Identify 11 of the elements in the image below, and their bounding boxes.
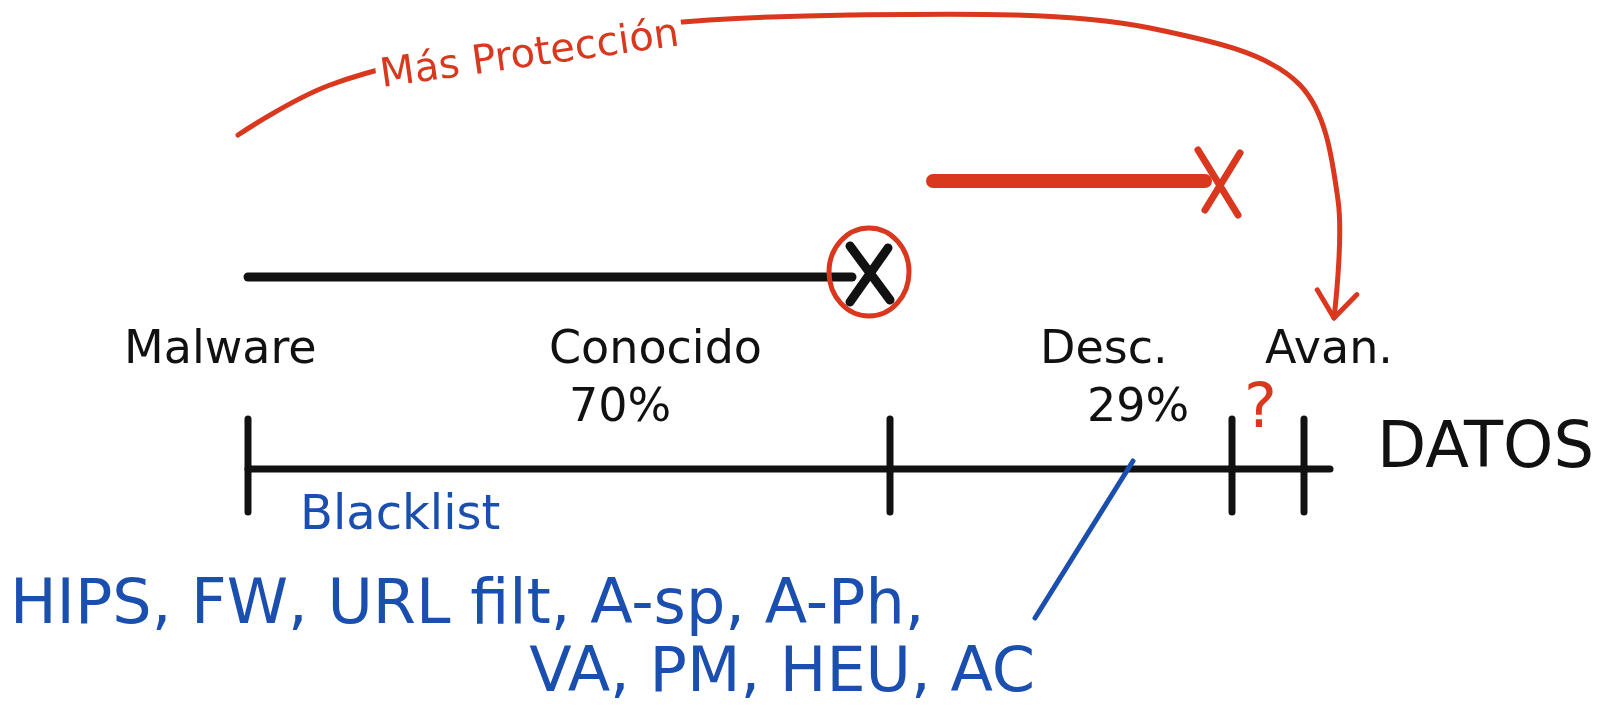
segment-label: Desc. — [1040, 322, 1168, 373]
method-label: Blacklist — [300, 486, 501, 539]
percentage-label: 29% — [1087, 380, 1190, 431]
leader-line — [1032, 458, 1136, 621]
axis-label: Malware — [124, 322, 317, 373]
question-mark: ? — [1244, 372, 1277, 441]
segment-label: Conocido — [549, 322, 762, 373]
technique-list: HIPS, FW, URL filt, A-sp, A-Ph, VA, PM, HEU, AC — [10, 568, 1035, 705]
percentage-label: 70% — [569, 380, 672, 431]
target-label: DATOS — [1377, 410, 1595, 481]
segment-label: Avan. — [1265, 322, 1393, 373]
